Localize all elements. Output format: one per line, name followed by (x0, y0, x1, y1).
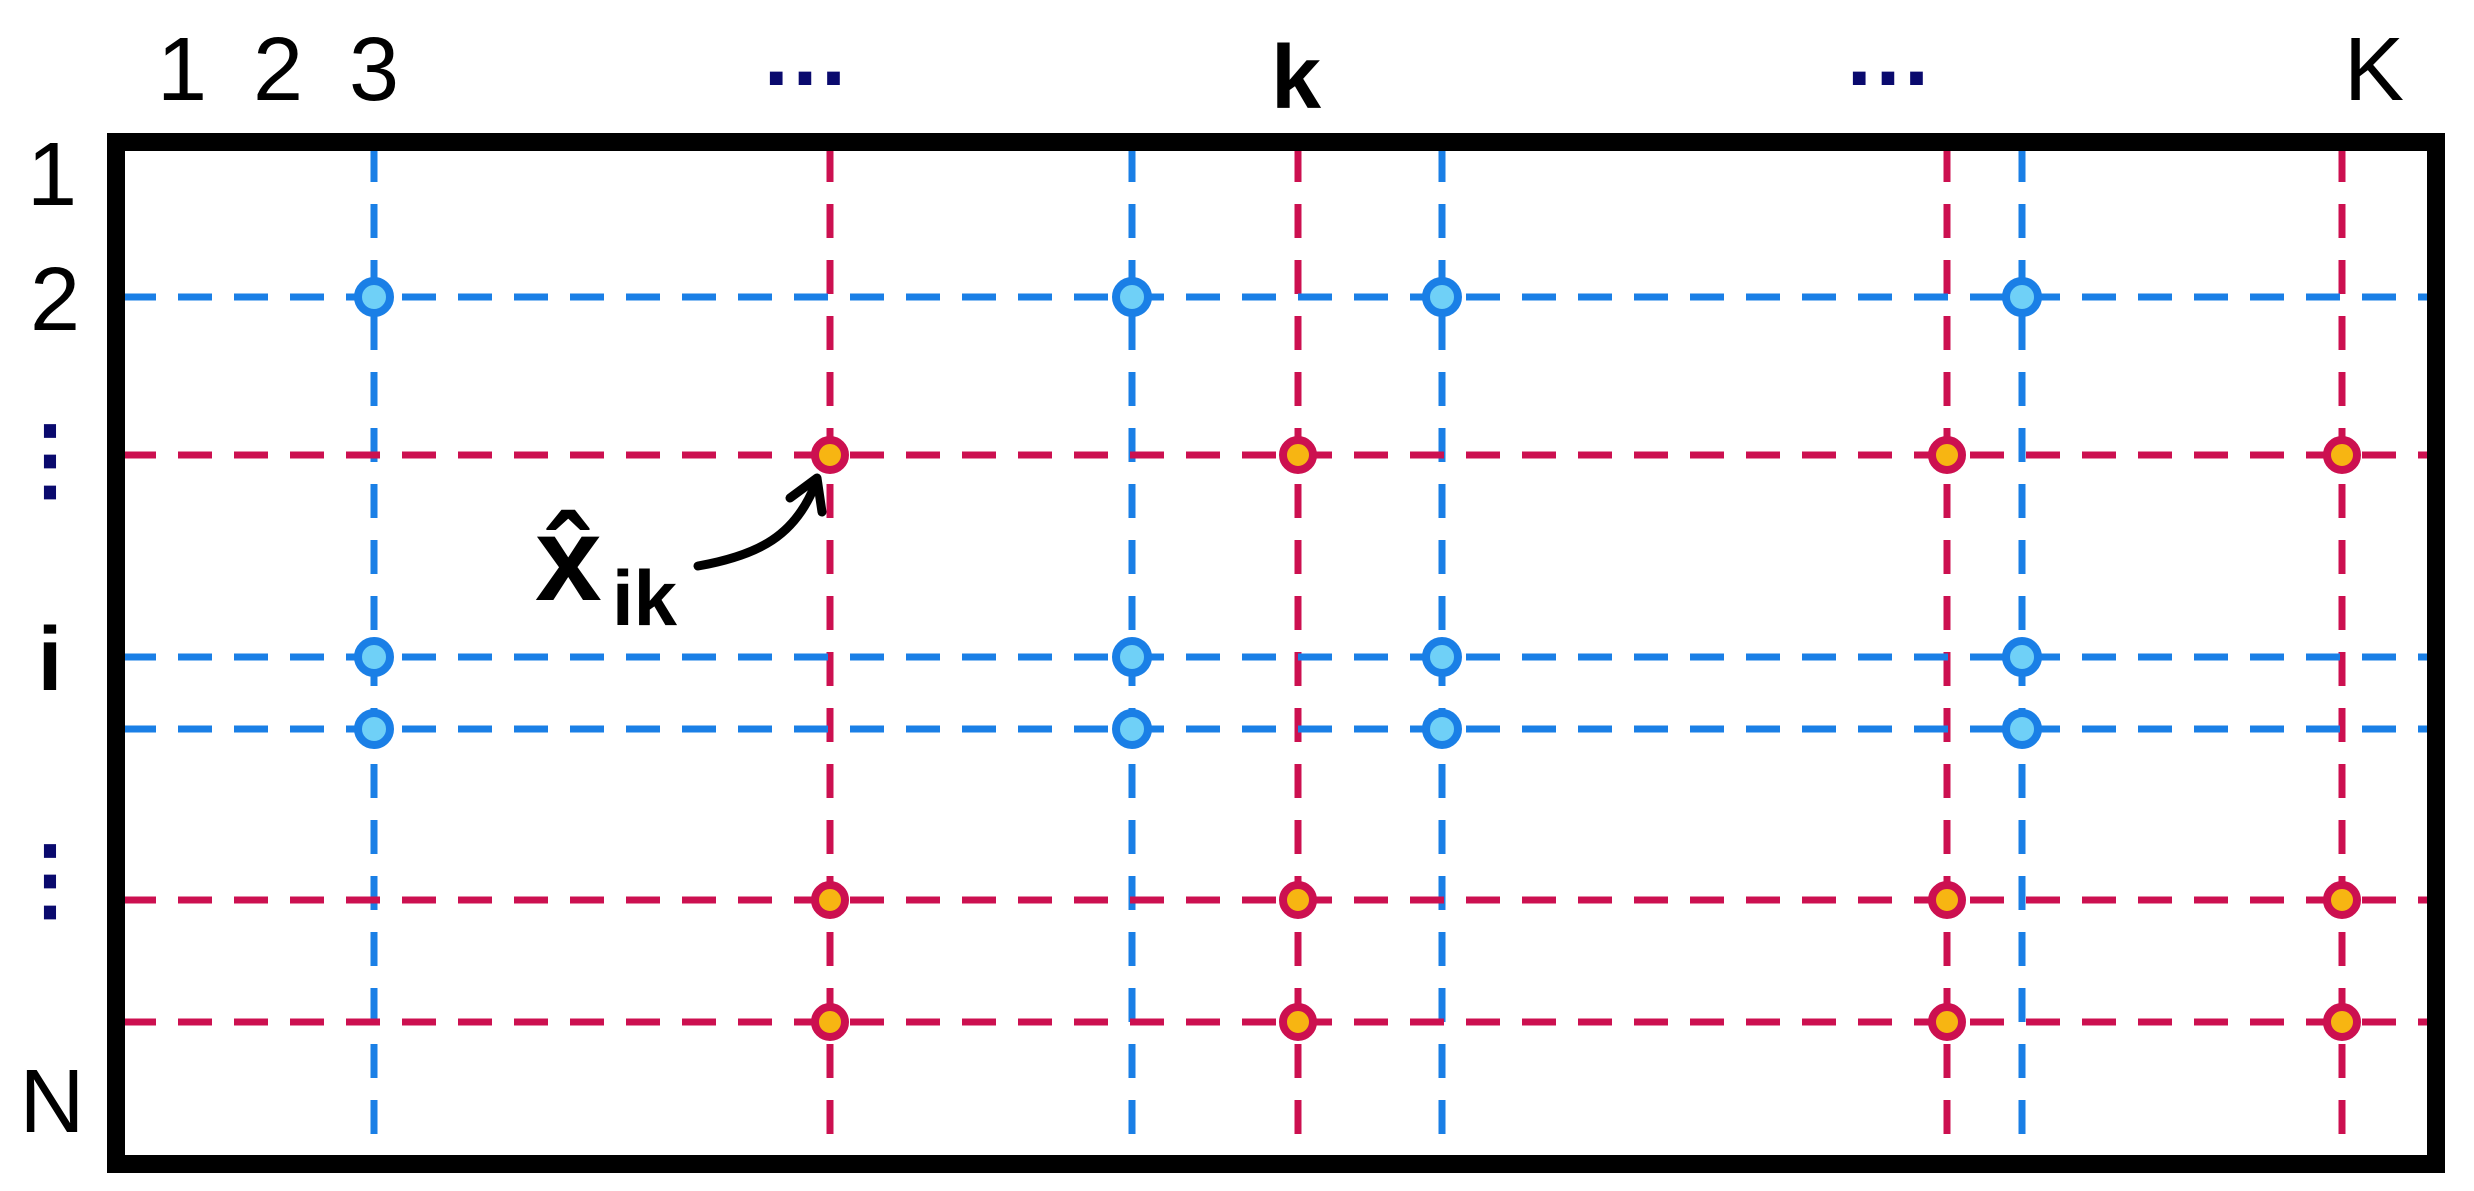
blue-entry-dot-0-2 (1422, 277, 1462, 317)
red-entry-dot-0-1 (1279, 436, 1317, 474)
red-entry-dot-0-3 (2323, 436, 2361, 474)
blue-entry-dot-0-3 (2002, 277, 2042, 317)
row-label-N: N (20, 1052, 85, 1152)
blue-entry-dot-2-2 (1422, 709, 1462, 749)
column-label-2: 2 (253, 20, 303, 120)
row-ellipsis-upper: ⋮ (5, 410, 95, 510)
red-entry-dot-2-1 (1279, 1003, 1317, 1041)
red-entry-dot-1-3 (2323, 881, 2361, 919)
column-ellipsis-left: … (760, 5, 850, 105)
blue-entry-dot-1-3 (2002, 637, 2042, 677)
row-ellipsis-lower: ⋮ (5, 830, 95, 930)
red-entry-dot-2-3 (2323, 1003, 2361, 1041)
blue-entry-dot-1-0 (354, 637, 394, 677)
red-entry-dot-2-2 (1928, 1003, 1966, 1041)
red-entry-dot-0-2 (1928, 436, 1966, 474)
annotation-arrow (693, 480, 820, 571)
annotation-subscript: ik (612, 554, 678, 642)
blue-entry-dot-1-2 (1422, 637, 1462, 677)
red-entry-dot-0-0 (811, 436, 849, 474)
annotation: x̂ ik (535, 473, 827, 642)
column-label-3: 3 (349, 20, 399, 120)
annotation-arrowhead (785, 473, 827, 517)
row-label-1: 1 (27, 125, 77, 225)
row-label-2: 2 (30, 250, 80, 350)
column-label-k: k (1271, 28, 1322, 128)
red-entry-dot-1-1 (1279, 881, 1317, 919)
grid-lines (122, 148, 2430, 1158)
blue-entry-dot-1-1 (1112, 637, 1152, 677)
red-entry-dot-1-2 (1928, 881, 1966, 919)
blue-entry-dot-2-0 (354, 709, 394, 749)
annotation-symbol: x̂ (535, 492, 602, 626)
blue-entry-dot-2-1 (1112, 709, 1152, 749)
row-label-i: i (37, 610, 62, 710)
red-entry-dot-1-0 (811, 881, 849, 919)
blue-entry-dot-0-1 (1112, 277, 1152, 317)
column-ellipsis-right: … (1843, 5, 1933, 105)
blue-entry-dot-0-0 (354, 277, 394, 317)
red-entry-dot-2-0 (811, 1003, 849, 1041)
blue-entry-dot-2-3 (2002, 709, 2042, 749)
column-label-K: K (2344, 20, 2404, 120)
observed-entries (354, 277, 2361, 1041)
column-label-1: 1 (157, 20, 207, 120)
matrix-frame (107, 133, 2445, 1173)
